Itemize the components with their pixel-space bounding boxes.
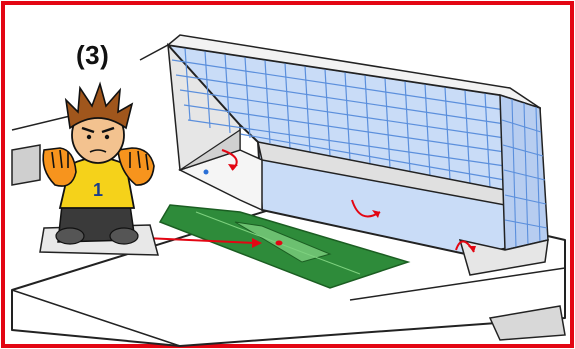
- blue-marker-dot: [204, 170, 209, 175]
- shirt-number: 1: [93, 180, 103, 200]
- ball-spot-marker: [276, 241, 283, 246]
- goalkeeper-figure: 1: [40, 84, 158, 255]
- step-label: (3): [76, 40, 109, 71]
